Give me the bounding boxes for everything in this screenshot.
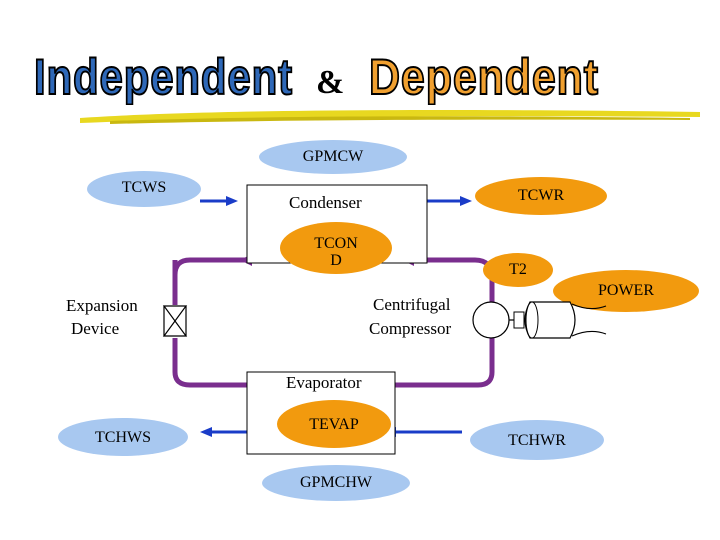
tcws-arrow (226, 196, 238, 206)
power-label: POWER (598, 282, 654, 299)
tcwr-oval (475, 177, 607, 215)
motor-icon (513, 301, 607, 339)
evaporator-label: Evaporator (286, 373, 362, 392)
tevap-oval (277, 400, 391, 448)
title-dependent: Dependent (368, 49, 599, 105)
tchwr-oval (470, 420, 604, 460)
gpmcw-label: GPMCW (302, 148, 364, 165)
compressor-label-1: Centrifugal (373, 295, 451, 314)
gpmcw-oval (259, 140, 407, 174)
title-ampersand: & (316, 64, 346, 101)
tcwr-arrow (460, 196, 472, 206)
t2-label: T2 (509, 261, 527, 278)
power-oval (553, 270, 699, 312)
tcws-oval (87, 171, 201, 207)
expansion-valve-icon (162, 305, 188, 338)
tcond-label-2: D (330, 252, 342, 269)
gpmchw-label: GPMCHW (299, 474, 372, 491)
compressor-icon (472, 301, 510, 339)
tevap-label: TEVAP (309, 416, 359, 433)
tcwr-label: TCWR (517, 187, 565, 204)
tcond-label-1: TCON (314, 235, 358, 252)
tcond-oval (280, 222, 392, 274)
compressor-label-2: Compressor (369, 319, 452, 338)
tcws-label: TCWS (121, 179, 167, 196)
tchws-label: TCHWS (95, 429, 151, 446)
title-independent: Independent (33, 49, 293, 105)
expansion-label-2: Device (71, 319, 120, 338)
tchws-arrow (200, 427, 212, 437)
expansion-label-1: Expansion (66, 296, 138, 315)
title-underline-shadow (110, 116, 690, 124)
tchwr-label: TCHWR (508, 432, 566, 449)
tchws-oval (58, 418, 188, 456)
condenser-label: Condenser (289, 193, 362, 212)
t2-oval (483, 253, 553, 287)
gpmchw-oval (262, 465, 410, 501)
